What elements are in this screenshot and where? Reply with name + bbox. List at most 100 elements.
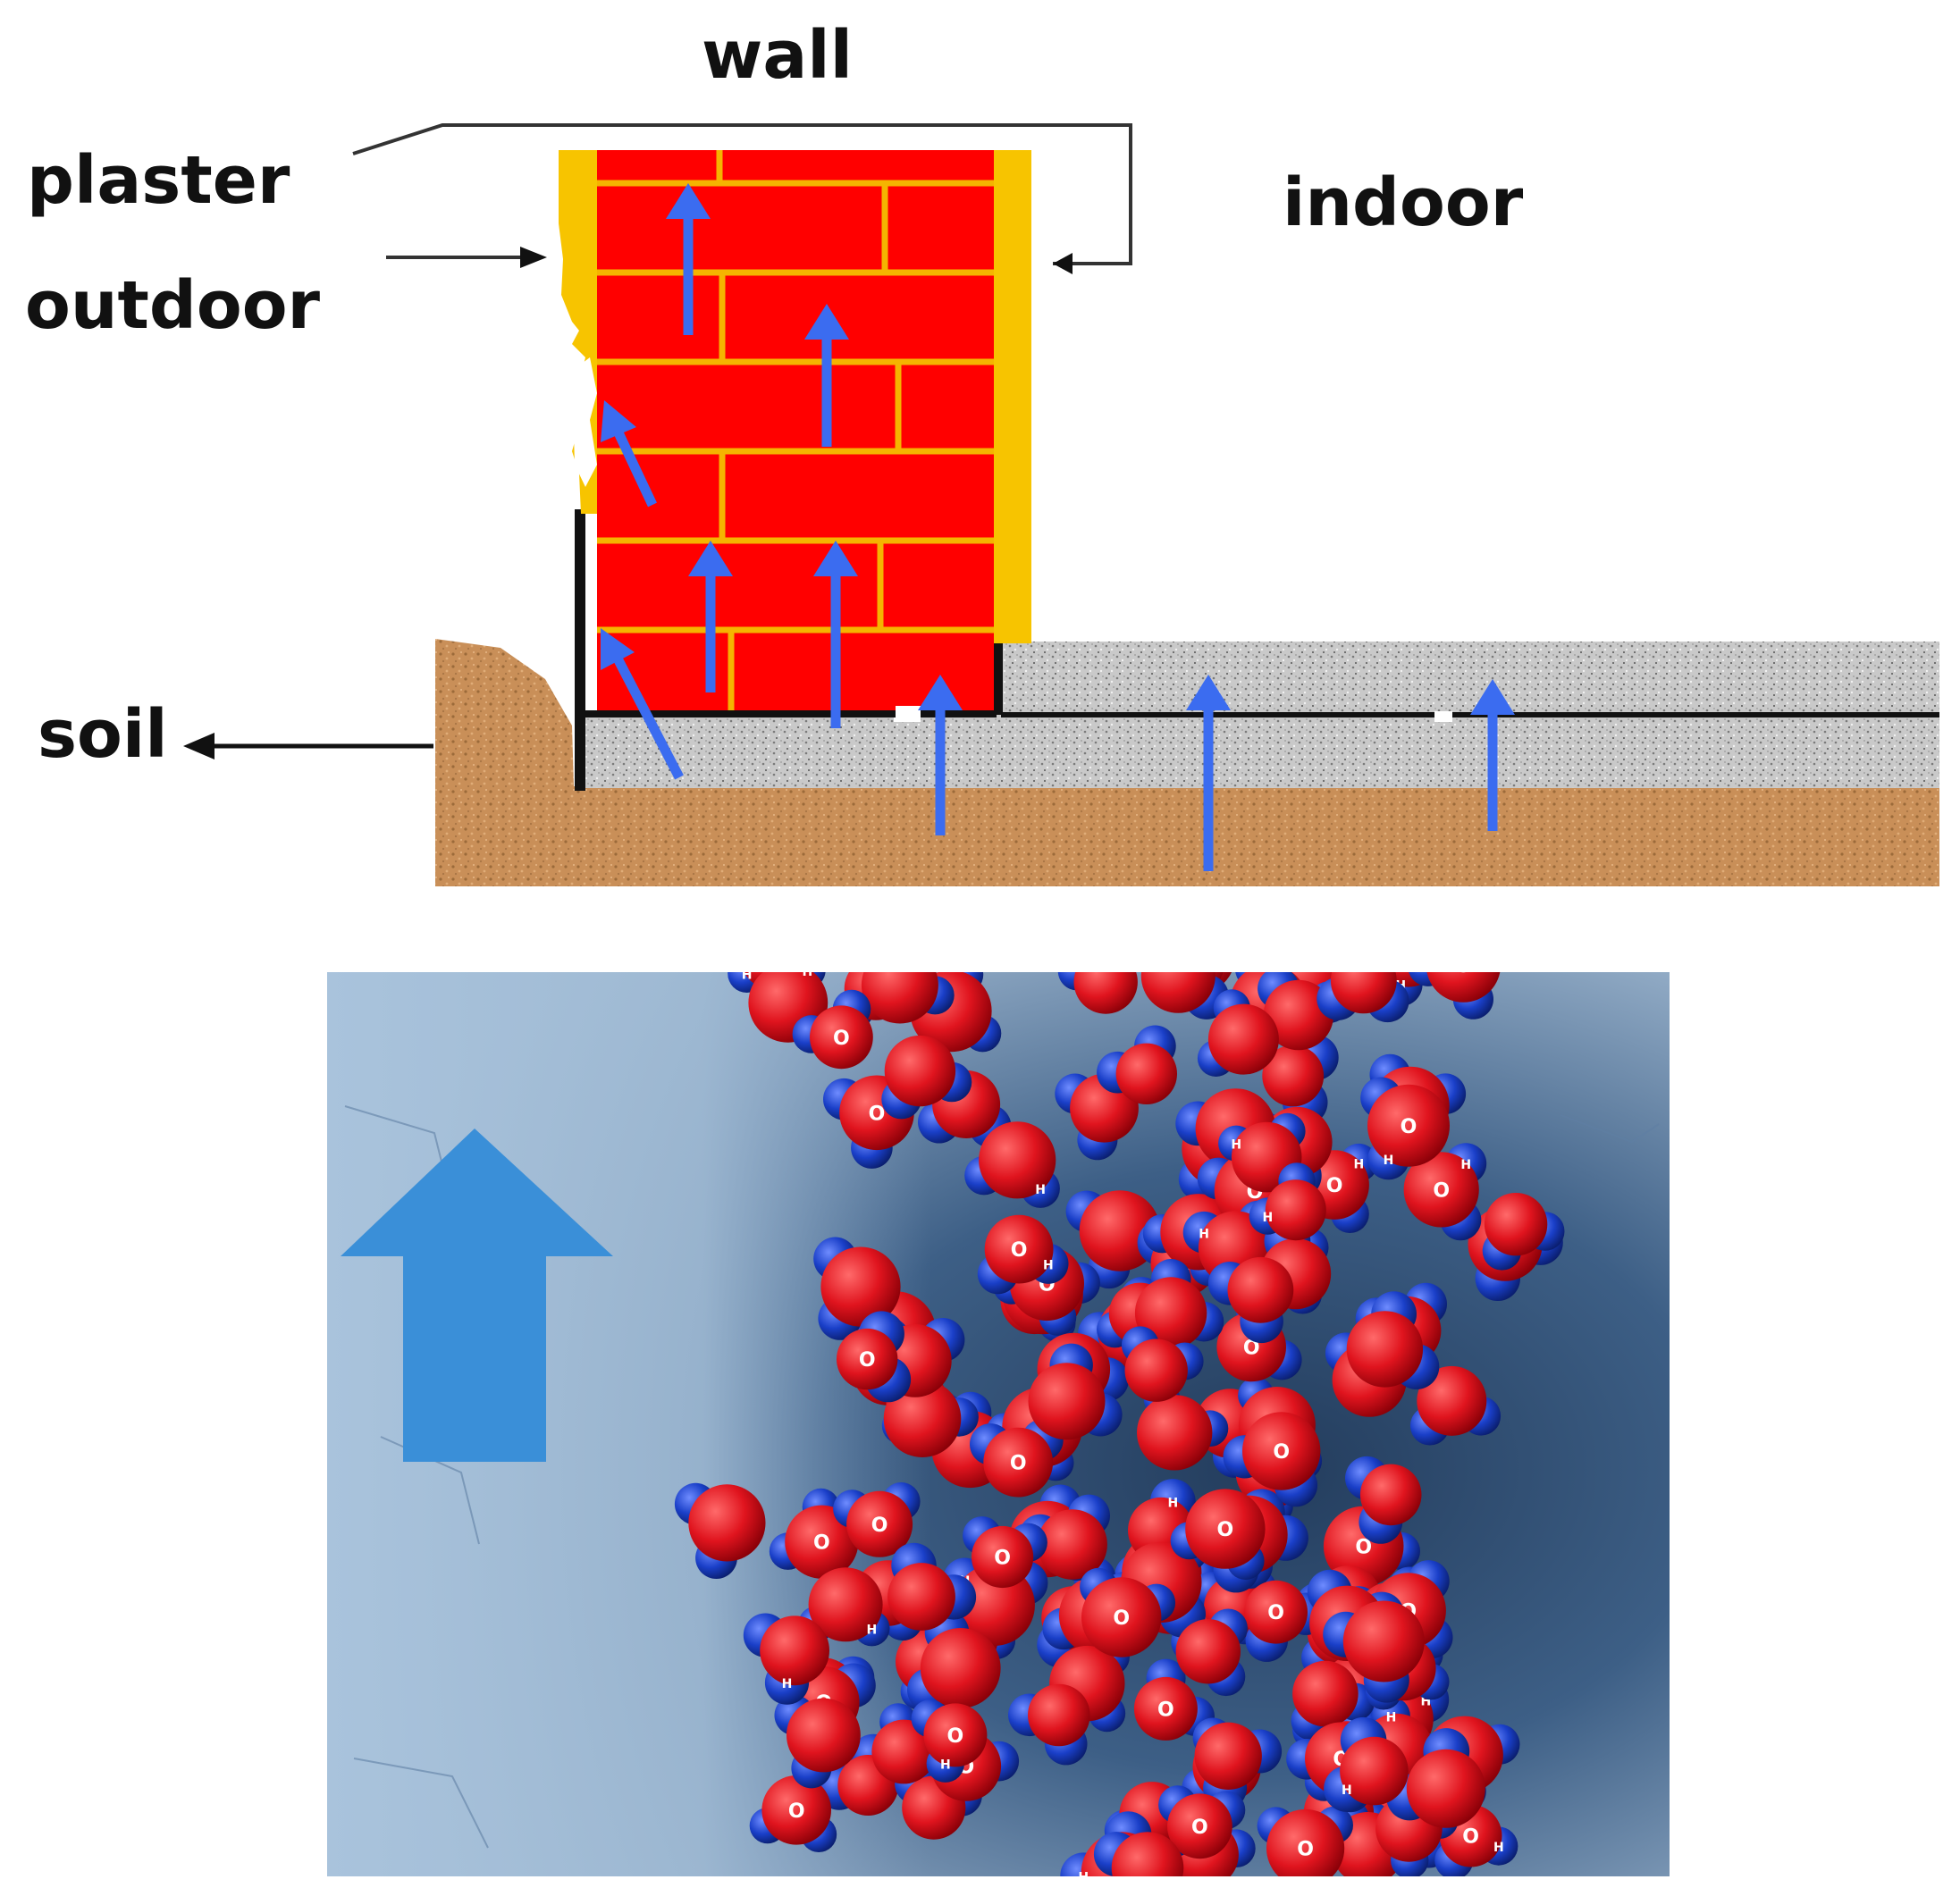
water-molecule	[1316, 972, 1409, 1023]
water-molecule	[774, 1695, 861, 1789]
water-molecule	[887, 1542, 977, 1631]
svg-text:O: O	[1297, 1839, 1314, 1861]
svg-text:O: O	[1243, 1338, 1260, 1360]
up-arrow-icon	[1186, 675, 1231, 871]
svg-text:H: H	[1421, 1694, 1432, 1708]
svg-text:H: H	[1386, 1710, 1397, 1724]
water-molecule	[1409, 1365, 1502, 1446]
svg-text:H: H	[1199, 1227, 1209, 1241]
up-arrow-icon	[688, 541, 733, 692]
svg-text:H: H	[1493, 1841, 1504, 1855]
soil-label: soil	[38, 696, 168, 773]
up-arrow-icon	[813, 541, 858, 728]
up-arrow-icon	[918, 675, 963, 835]
water-molecule	[1028, 1343, 1123, 1440]
water-molecule	[1121, 1326, 1204, 1402]
water-molecules-panel: OHOHOOHOOHOHOOHOOHOHOOHOOHOHOOHOOHOHOOHO…	[327, 972, 1670, 1876]
plaster-label: plaster	[27, 142, 290, 219]
svg-text:O: O	[1267, 1602, 1284, 1624]
water-molecule: H	[798, 1567, 890, 1647]
water-molecule	[1057, 972, 1138, 1014]
svg-text:H: H	[803, 972, 813, 979]
wall-label: wall	[702, 17, 854, 94]
water-molecule: O	[1223, 1412, 1321, 1507]
svg-text:O: O	[1401, 1116, 1417, 1138]
water-molecule: OH	[977, 1214, 1069, 1295]
svg-text:O: O	[1355, 1536, 1372, 1558]
svg-text:O: O	[1113, 1607, 1130, 1630]
up-arrow-icon	[601, 628, 684, 780]
svg-text:O: O	[1010, 1453, 1027, 1475]
water-molecule	[813, 1237, 901, 1340]
water-molecule: O	[970, 1419, 1064, 1498]
water-molecule	[1482, 1193, 1565, 1271]
water-molecule	[1346, 1291, 1440, 1389]
water-molecule: O	[837, 1311, 912, 1403]
water-molecule	[1134, 1259, 1224, 1349]
svg-text:H: H	[1342, 1783, 1352, 1798]
svg-text:O: O	[859, 1349, 876, 1372]
svg-text:O: O	[813, 1532, 830, 1555]
water-molecule	[1207, 1256, 1294, 1344]
up-arrow-icon	[601, 400, 657, 508]
svg-text:O: O	[1217, 1519, 1234, 1541]
big-up-arrow-icon	[341, 1129, 613, 1462]
brick-wall	[597, 150, 994, 713]
water-molecule: O	[1257, 1806, 1353, 1876]
svg-text:H: H	[867, 1623, 878, 1637]
svg-text:H: H	[1460, 1158, 1471, 1172]
water-molecule	[1008, 1683, 1090, 1766]
svg-text:H: H	[1043, 1258, 1054, 1272]
svg-text:H: H	[742, 972, 753, 983]
water-molecule	[1323, 1600, 1425, 1703]
water-molecule: O	[749, 1775, 837, 1852]
up-arrow-icon	[804, 304, 849, 447]
water-molecule	[861, 972, 955, 1024]
water-molecule: O	[823, 1075, 914, 1169]
svg-text:O: O	[1455, 972, 1472, 978]
up-arrow-icon	[666, 183, 711, 335]
water-molecules-illustration: OHOHOOHOOHOHOOHOOHOHOOHOOHOHOOHOOHOHOOHO…	[327, 972, 1670, 1876]
svg-text:O: O	[833, 1028, 850, 1050]
water-molecule: H	[964, 1121, 1060, 1208]
water-molecule	[1386, 1728, 1485, 1828]
wall-cross-section-diagram	[183, 123, 1939, 886]
moisture-arrows	[601, 183, 1515, 871]
water-molecule	[1345, 1456, 1422, 1544]
svg-text:H: H	[1078, 1870, 1089, 1876]
svg-text:H: H	[1262, 1211, 1273, 1225]
water-molecule: H	[1249, 1162, 1326, 1241]
water-molecule: H	[743, 1613, 829, 1705]
svg-text:O: O	[994, 1548, 1011, 1570]
water-molecule-cluster: OHOHOOHOOHOHOOHOOHOHOOHOOHOHOOHOOHOHOOHO…	[674, 972, 1565, 1876]
svg-text:O: O	[1273, 1441, 1290, 1464]
water-molecule: O	[963, 1516, 1047, 1589]
water-molecule	[1175, 1608, 1248, 1697]
svg-text:H: H	[940, 1758, 951, 1773]
outdoor-label: outdoor	[25, 267, 321, 344]
plaster-indoor	[994, 150, 1031, 643]
svg-text:H: H	[1384, 1154, 1394, 1168]
foundation-edge	[575, 509, 585, 791]
water-molecule: OH	[911, 1699, 988, 1783]
up-arrow-icon	[1470, 679, 1515, 831]
svg-text:H: H	[1035, 1183, 1046, 1197]
water-molecule	[674, 1482, 766, 1579]
floor-slab	[1001, 642, 1939, 715]
svg-text:O: O	[1462, 1826, 1479, 1849]
svg-text:H: H	[1353, 1157, 1364, 1171]
svg-text:H: H	[1231, 1138, 1241, 1153]
water-molecule	[1291, 1660, 1375, 1741]
svg-text:O: O	[1011, 1239, 1028, 1262]
svg-text:O: O	[871, 1515, 888, 1537]
svg-text:O: O	[1157, 1699, 1174, 1721]
water-molecule	[1097, 1025, 1177, 1104]
water-molecule: O	[792, 989, 873, 1070]
svg-text:O: O	[947, 1725, 964, 1748]
gravel-layer-lower	[585, 715, 1939, 788]
water-molecule: O	[833, 1482, 921, 1557]
water-molecule: O	[1158, 1785, 1246, 1859]
svg-text:O: O	[788, 1800, 805, 1823]
water-molecule: O	[1080, 1567, 1176, 1657]
